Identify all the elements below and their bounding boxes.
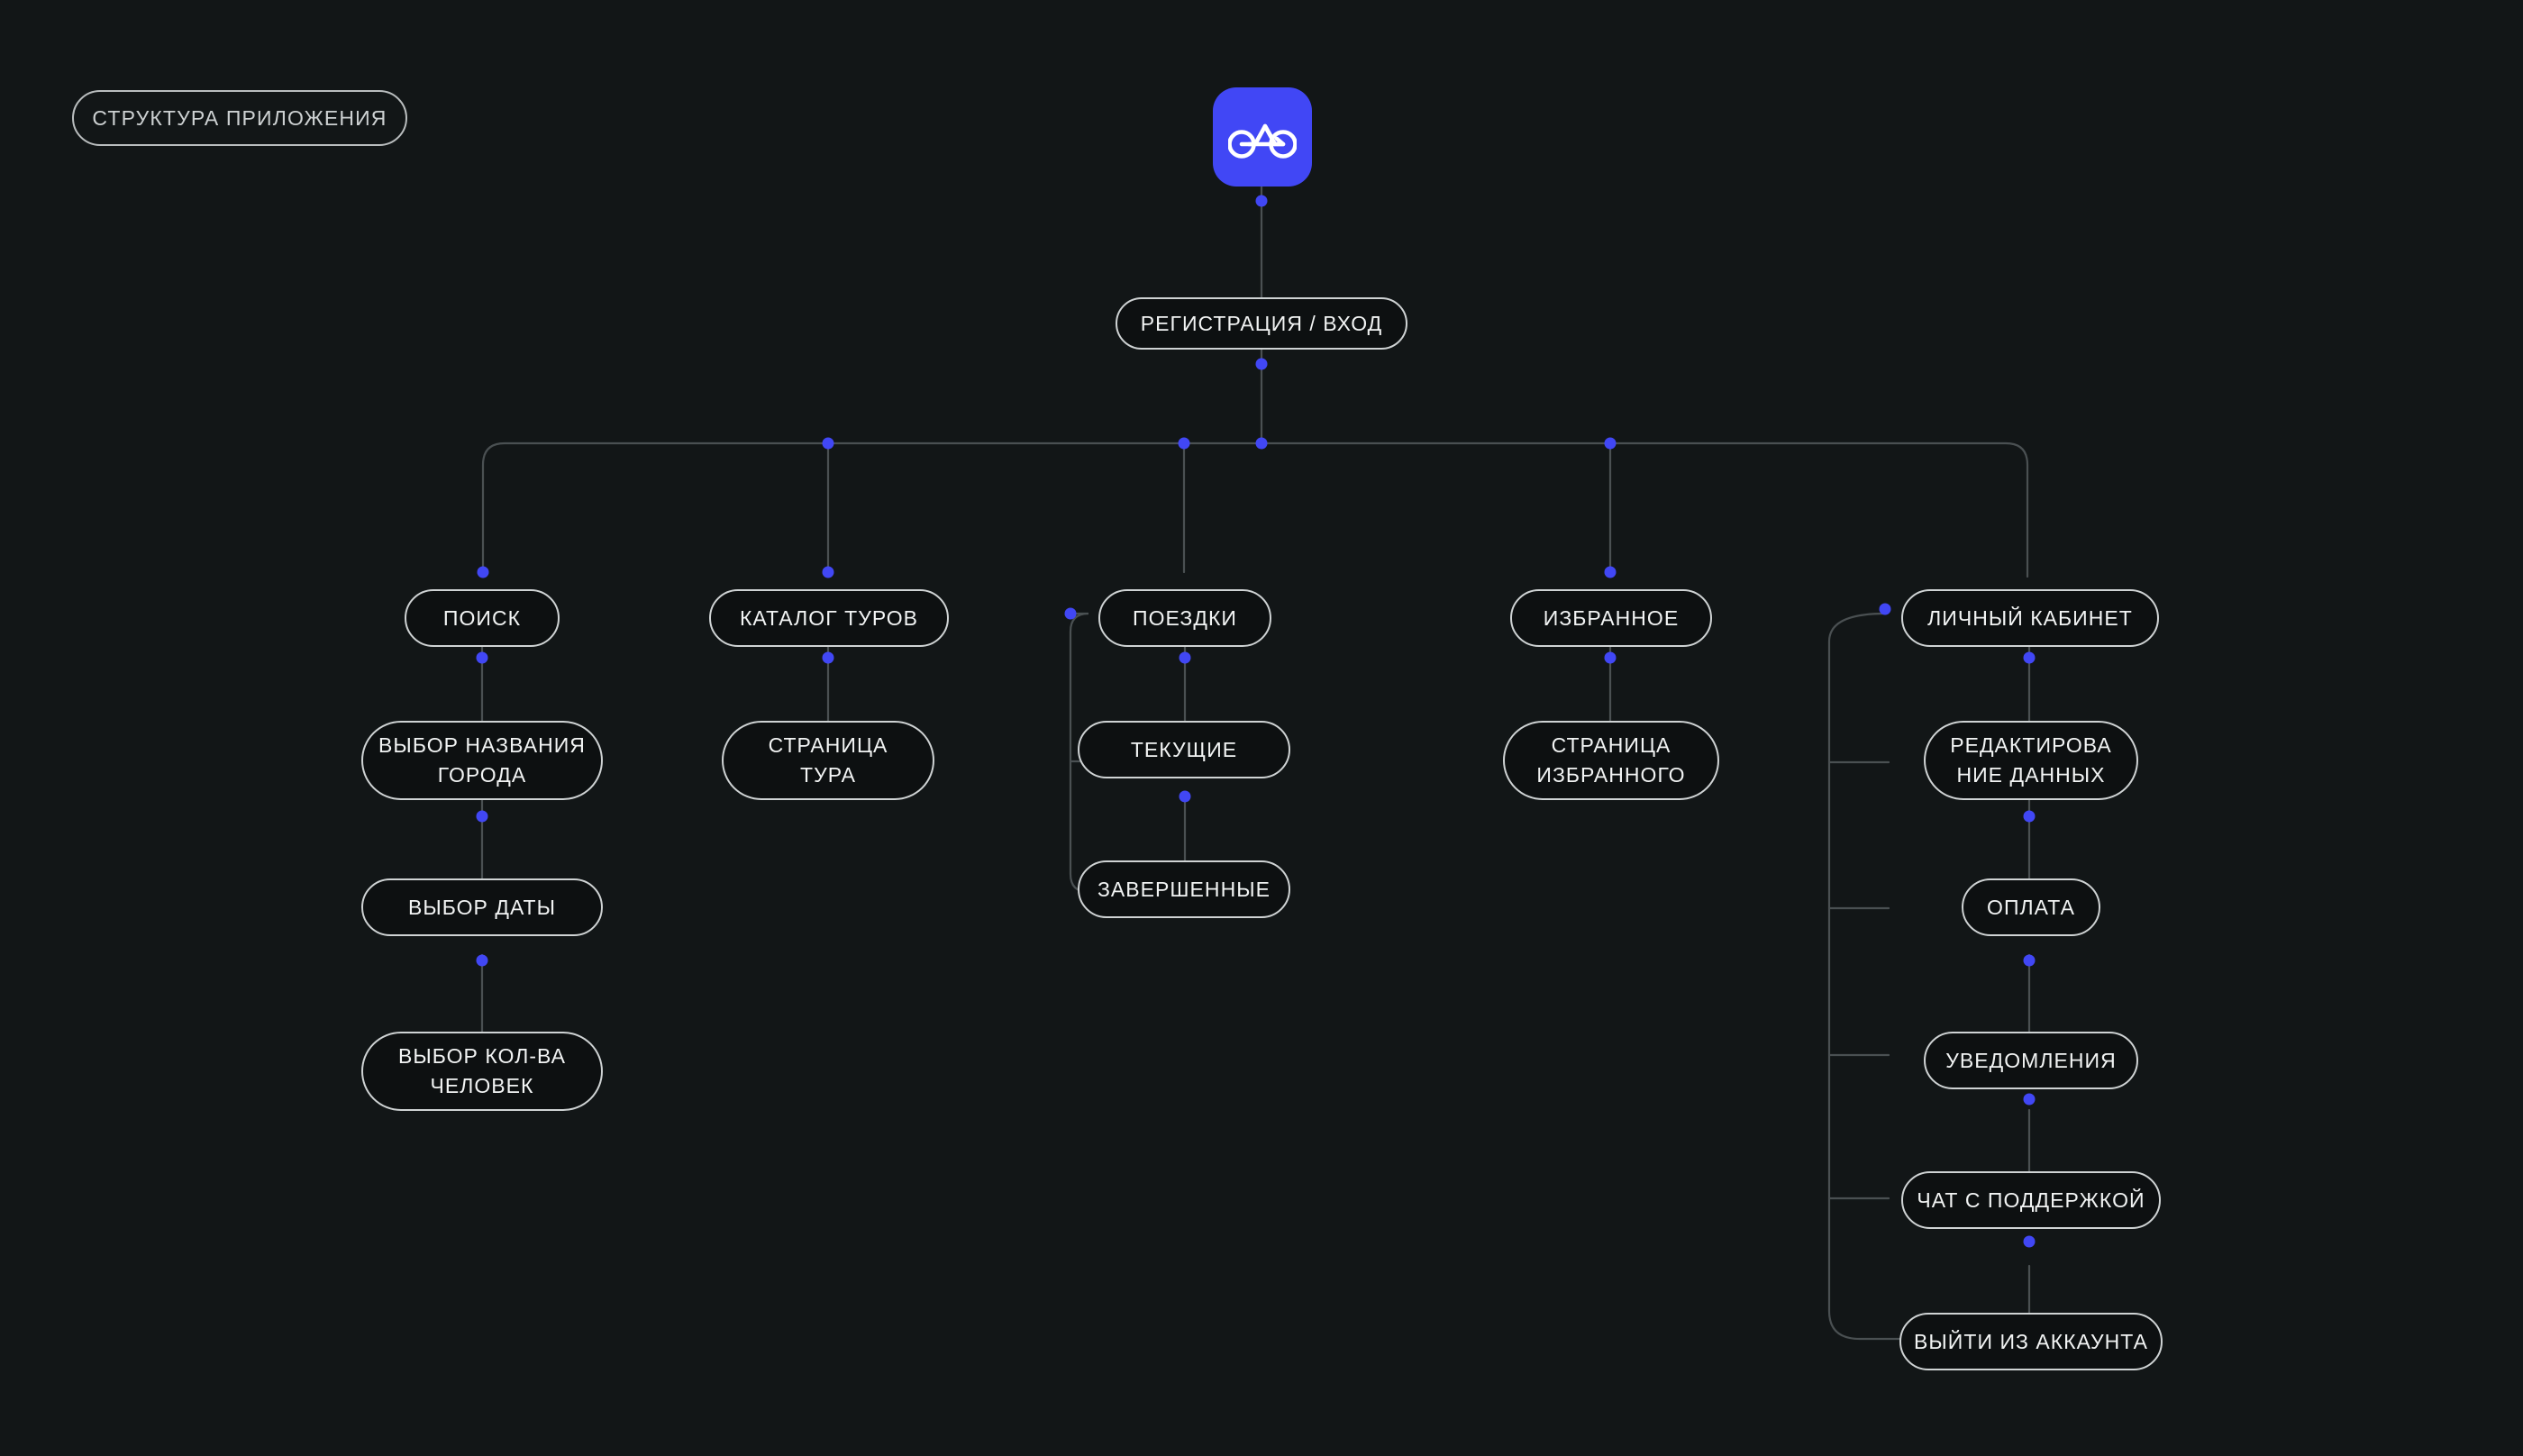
node-label: ПОИСК <box>442 605 522 630</box>
bicycle-mountains-icon <box>1213 87 1312 187</box>
node-trips-current[interactable]: ТЕКУЩИЕ <box>1078 721 1290 778</box>
node-label: ВЫБОР ДАТЫ <box>407 895 557 919</box>
node-registration-login[interactable]: РЕГИСТРАЦИЯ / ВХОД <box>1116 297 1407 350</box>
connector-dot <box>2023 1235 2036 1248</box>
connector-dot <box>476 651 488 664</box>
node-favorites-page[interactable]: СТРАНИЦА ИЗБРАННОГО <box>1503 721 1719 800</box>
node-label: РЕДАКТИРОВА НИЕ ДАННЫХ <box>1950 733 2112 787</box>
connector-dot <box>1179 651 1191 664</box>
node-label: УВЕДОМЛЕНИЯ <box>1945 1048 2117 1072</box>
node-label: РЕГИСТРАЦИЯ / ВХОД <box>1140 311 1383 335</box>
connector-dot <box>2023 651 2036 664</box>
connector-dot <box>1879 603 1891 615</box>
node-date-select[interactable]: ВЫБОР ДАТЫ <box>361 878 603 936</box>
node-account[interactable]: ЛИЧНЫЙ КАБИНЕТ <box>1901 589 2159 647</box>
connector-dot <box>822 437 834 450</box>
page-title-pill: СТРУКТУРА ПРИЛОЖЕНИЯ <box>72 90 407 146</box>
node-payment[interactable]: ОПЛАТА <box>1962 878 2100 936</box>
node-label: ЗАВЕРШЕННЫЕ <box>1098 877 1271 901</box>
node-search[interactable]: ПОИСК <box>405 589 560 647</box>
node-label: СТРАНИЦА ТУРА <box>768 733 888 787</box>
connector-dot <box>477 566 489 578</box>
connector-dot <box>822 566 834 578</box>
node-tours-catalog[interactable]: КАТАЛОГ ТУРОВ <box>709 589 949 647</box>
node-label: ЛИЧНЫЙ КАБИНЕТ <box>1927 605 2133 630</box>
connector-dot <box>1604 651 1617 664</box>
connector-dot <box>1604 566 1617 578</box>
connector-dot <box>1255 195 1268 207</box>
node-label: ВЫЙТИ ИЗ АККАУНТА <box>1914 1329 2148 1353</box>
node-label: ВЫБОР НАЗВАНИЯ ГОРОДА <box>378 733 586 787</box>
node-people-count-select[interactable]: ВЫБОР КОЛ-ВА ЧЕЛОВЕК <box>361 1032 603 1111</box>
node-trips-finished[interactable]: ЗАВЕРШЕННЫЕ <box>1078 860 1290 918</box>
node-label: ТЕКУЩИЕ <box>1130 737 1238 761</box>
node-trips[interactable]: ПОЕЗДКИ <box>1098 589 1271 647</box>
node-notifications[interactable]: УВЕДОМЛЕНИЯ <box>1924 1032 2138 1089</box>
connector-dot <box>1255 358 1268 370</box>
connector-dot <box>1179 790 1191 803</box>
connector-dot <box>822 651 834 664</box>
node-label: ИЗБРАННОЕ <box>1543 605 1680 630</box>
node-edit-data[interactable]: РЕДАКТИРОВА НИЕ ДАННЫХ <box>1924 721 2138 800</box>
connector-dot <box>1604 437 1617 450</box>
node-label: ПОЕЗДКИ <box>1133 605 1237 630</box>
node-favorites[interactable]: ИЗБРАННОЕ <box>1510 589 1712 647</box>
node-city-select[interactable]: ВЫБОР НАЗВАНИЯ ГОРОДА <box>361 721 603 800</box>
connector-dot <box>476 810 488 823</box>
node-support-chat[interactable]: ЧАТ С ПОДДЕРЖКОЙ <box>1901 1171 2161 1229</box>
node-label: СТРАНИЦА ИЗБРАННОГО <box>1536 733 1686 787</box>
connector-dot <box>1064 607 1077 620</box>
node-label: КАТАЛОГ ТУРОВ <box>739 605 919 630</box>
connector-dot <box>2023 1093 2036 1106</box>
connector-dot <box>1255 437 1268 450</box>
connector-dot <box>476 954 488 967</box>
connector-dot <box>1178 437 1190 450</box>
node-label: ВЫБОР КОЛ-ВА ЧЕЛОВЕК <box>397 1044 567 1097</box>
page-title-label: СТРУКТУРА ПРИЛОЖЕНИЯ <box>92 105 387 130</box>
node-logout[interactable]: ВЫЙТИ ИЗ АККАУНТА <box>1899 1313 2163 1370</box>
connector-dot <box>2023 810 2036 823</box>
connector-dot <box>2023 954 2036 967</box>
node-label: ЧАТ С ПОДДЕРЖКОЙ <box>1917 1188 2145 1212</box>
node-label: ОПЛАТА <box>1987 895 2075 919</box>
node-tour-page[interactable]: СТРАНИЦА ТУРА <box>722 721 934 800</box>
